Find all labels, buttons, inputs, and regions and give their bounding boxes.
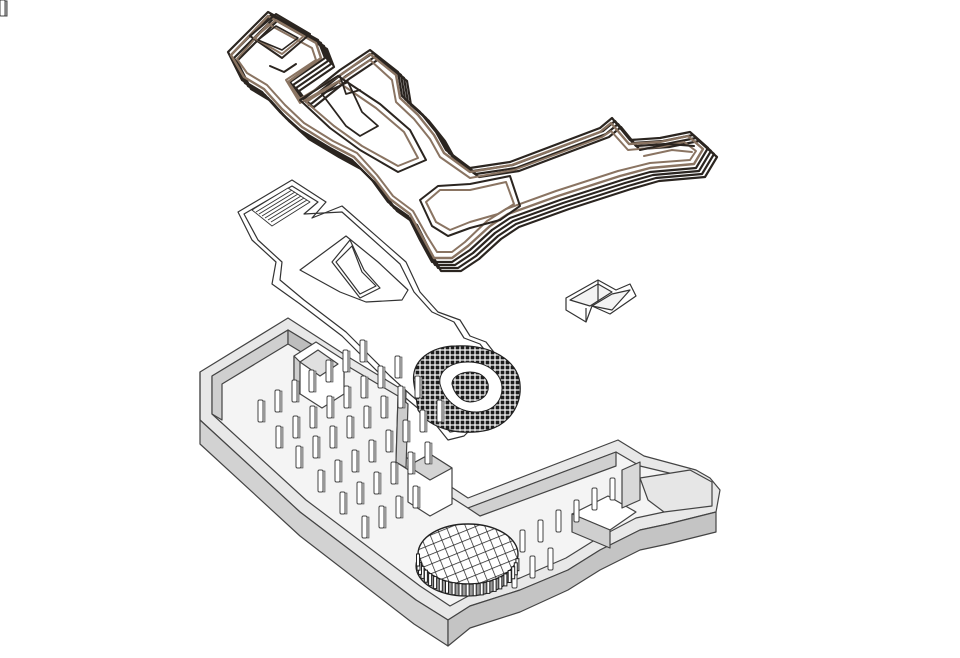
column — [390, 461, 399, 485]
column — [346, 415, 355, 439]
lattice-post — [472, 583, 477, 597]
lattice-post — [486, 580, 491, 594]
column — [547, 547, 554, 571]
ribbon-right-lobe — [419, 143, 695, 237]
lattice-post — [445, 580, 449, 594]
column — [291, 379, 300, 403]
column-grid — [257, 339, 616, 589]
ribbon-brown-band — [229, 14, 705, 260]
column — [312, 435, 321, 459]
column — [378, 505, 387, 529]
column — [368, 439, 377, 463]
lattice-post — [465, 583, 470, 597]
column — [257, 399, 266, 423]
column — [373, 471, 382, 495]
column — [274, 389, 283, 413]
column — [402, 419, 411, 443]
lattice-post — [423, 569, 428, 583]
column — [326, 395, 335, 419]
column — [385, 429, 394, 453]
column — [359, 339, 368, 363]
ribbon-center-loop — [299, 75, 427, 173]
column — [329, 425, 338, 449]
column — [380, 395, 389, 419]
basin-inner-wall-right — [467, 451, 617, 517]
column — [308, 369, 317, 393]
ribbon-stack — [226, 10, 719, 273]
column — [412, 485, 421, 509]
pavilion-piece — [565, 279, 637, 323]
roof-ribbons — [226, 10, 719, 273]
column — [325, 359, 334, 383]
column — [342, 349, 351, 373]
column — [343, 385, 352, 409]
stair-treads — [251, 187, 311, 227]
ribbon-square-loop — [249, 13, 311, 73]
column — [377, 365, 386, 389]
column — [529, 555, 536, 579]
column — [407, 451, 416, 475]
lattice-posts — [416, 553, 520, 597]
basin-columns — [0, 0, 8, 17]
circular-grid — [415, 523, 520, 597]
curved-screen — [412, 345, 521, 433]
lattice-roof — [417, 523, 519, 585]
basin-wall-front-right — [447, 511, 717, 647]
column — [591, 487, 598, 511]
column — [436, 399, 445, 423]
column — [609, 477, 616, 501]
lattice-post — [503, 573, 508, 587]
lattice-post — [438, 578, 443, 592]
column — [363, 405, 372, 429]
column — [419, 409, 428, 433]
lattice-post — [416, 553, 420, 567]
column — [292, 415, 301, 439]
column — [361, 515, 370, 539]
column — [394, 355, 403, 379]
basin-ramp-end — [639, 469, 713, 513]
column — [397, 385, 406, 409]
screen-inner-ring — [451, 371, 489, 403]
column — [414, 375, 423, 399]
column — [275, 425, 284, 449]
column — [334, 459, 343, 483]
lattice-post — [498, 576, 503, 590]
column — [360, 375, 369, 399]
column — [537, 519, 544, 543]
column — [295, 445, 304, 469]
lattice-post — [458, 583, 463, 597]
lattice-post — [507, 570, 512, 583]
lattice-post — [433, 576, 438, 590]
floor-opening — [299, 235, 409, 303]
lattice-post — [479, 582, 484, 596]
column — [309, 405, 318, 429]
column — [519, 529, 526, 553]
lattice-post — [511, 566, 516, 580]
column — [424, 441, 433, 465]
column — [317, 469, 326, 493]
column — [351, 449, 360, 473]
column — [395, 495, 404, 519]
lattice-post — [428, 573, 433, 587]
column — [573, 499, 580, 523]
ribbon-brown-band-inner — [236, 23, 697, 253]
lattice-post — [492, 578, 497, 592]
lattice-post — [451, 582, 456, 596]
column — [356, 481, 365, 505]
column — [555, 509, 562, 533]
column — [339, 491, 348, 515]
